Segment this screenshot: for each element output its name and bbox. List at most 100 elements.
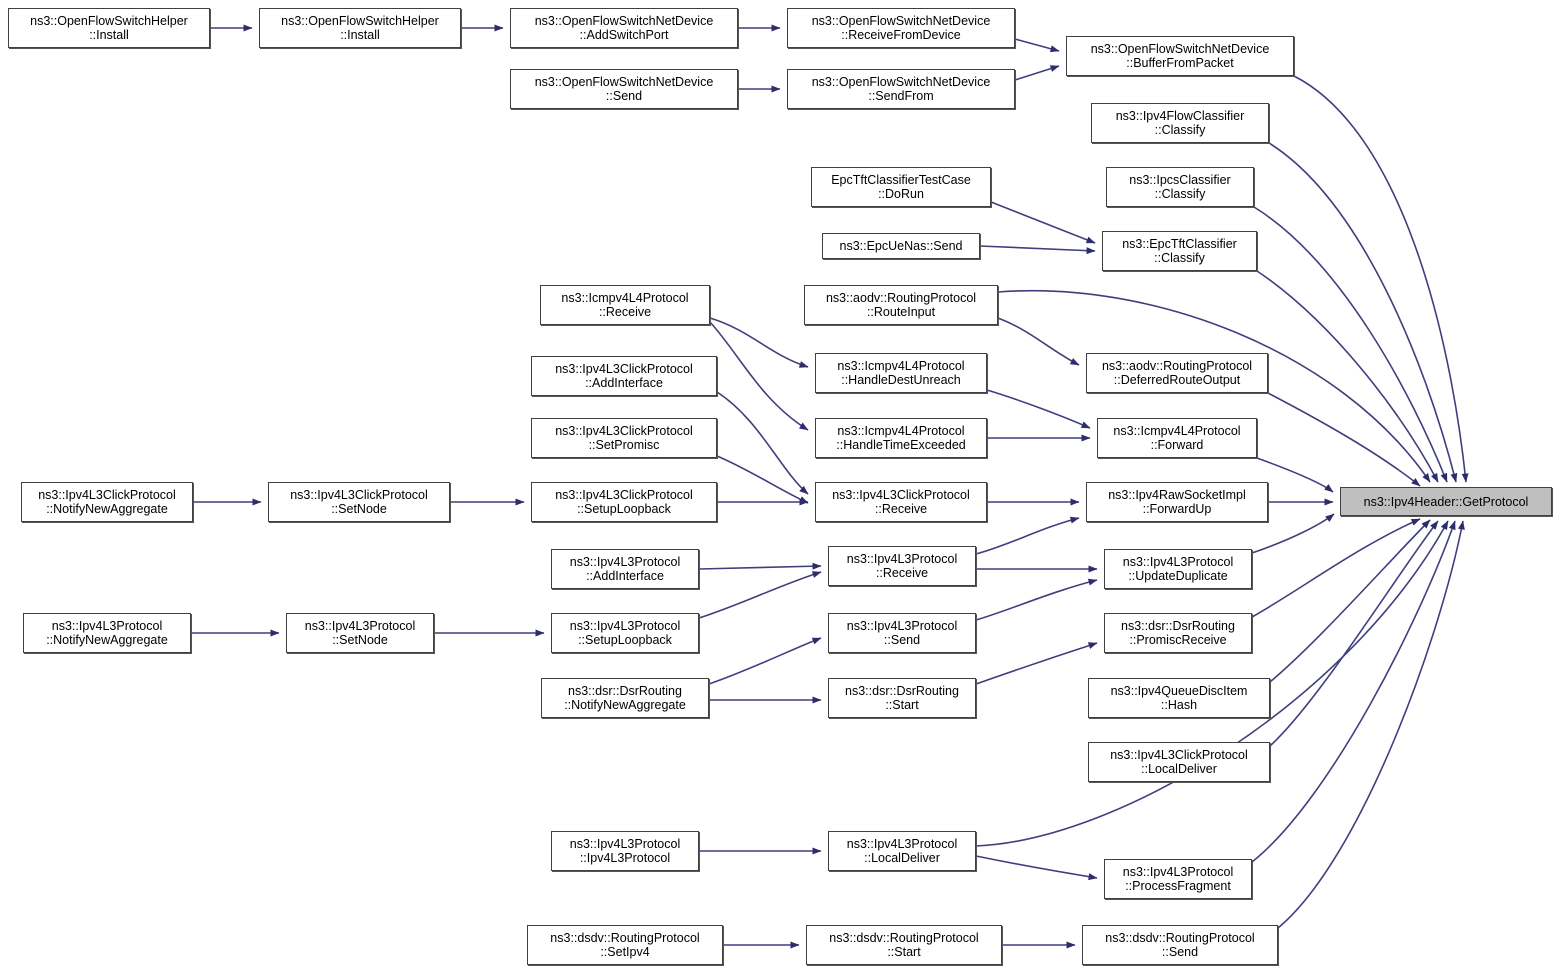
node-label-line1: ns3::Ipv4L3Protocol — [846, 837, 958, 851]
node-label-line1: ns3::EpcUeNas::Send — [839, 239, 963, 253]
graph-node[interactable]: ns3::EpcUeNas::Send — [822, 233, 980, 259]
graph-node[interactable]: ns3::Ipv4RawSocketImpl::ForwardUp — [1086, 482, 1268, 522]
graph-node[interactable]: ns3::dsdv::RoutingProtocol::Start — [806, 925, 1002, 965]
node-label-line1: ns3::Ipv4L3Protocol — [846, 619, 958, 633]
node-label-line1: ns3::Ipv4L3Protocol — [569, 555, 681, 569]
graph-node[interactable]: ns3::Ipv4L3ClickProtocol::SetNode — [268, 482, 450, 522]
node-label-line2: ::Classify — [1154, 251, 1205, 265]
graph-node[interactable]: ns3::Ipv4L3Protocol::SetupLoopback — [551, 613, 699, 653]
node-label-line1: EpcTftClassifierTestCase — [831, 173, 971, 187]
graph-node[interactable]: ns3::Ipv4L3ClickProtocol::AddInterface — [531, 356, 717, 396]
graph-node[interactable]: ns3::dsdv::RoutingProtocol::SetIpv4 — [527, 925, 723, 965]
graph-node[interactable]: ns3::Ipv4FlowClassifier::Classify — [1091, 103, 1269, 143]
graph-node[interactable]: ns3::EpcTftClassifier::Classify — [1102, 231, 1257, 271]
graph-node[interactable]: ns3::Ipv4L3Protocol::UpdateDuplicate — [1104, 549, 1252, 589]
node-label-line2: ::Forward — [1150, 438, 1204, 452]
call-edge — [1267, 392, 1421, 487]
node-label-line2: ::NotifyNewAggregate — [564, 698, 686, 712]
call-edge — [1256, 457, 1334, 493]
node-label-line1: ns3::OpenFlowSwitchHelper — [281, 14, 439, 28]
call-edge — [698, 562, 822, 570]
call-edge — [1253, 206, 1448, 483]
node-label-line1: ns3::dsr::DsrRouting — [1121, 619, 1235, 633]
graph-node[interactable]: ns3::dsdv::RoutingProtocol::Send — [1082, 925, 1278, 965]
call-edge — [990, 201, 1096, 244]
node-label-line1: ns3::dsdv::RoutingProtocol — [829, 931, 979, 945]
graph-node[interactable]: ns3::Icmpv4L4Protocol::Receive — [540, 285, 710, 325]
graph-node[interactable]: ns3::OpenFlowSwitchNetDevice::SendFrom — [787, 69, 1015, 109]
node-label-line1: ns3::Icmpv4L4Protocol — [837, 424, 965, 438]
call-edge — [1277, 520, 1465, 929]
node-label-line2: ::Install — [89, 28, 129, 42]
node-label-line2: ::Start — [885, 698, 919, 712]
node-label-line1: ns3::dsr::DsrRouting — [845, 684, 959, 698]
graph-node[interactable]: ns3::aodv::RoutingProtocol::DeferredRout… — [1086, 353, 1268, 393]
call-edge — [979, 245, 1096, 255]
call-edge — [698, 571, 822, 619]
call-edge — [986, 389, 1091, 429]
node-label-line2: ::Classify — [1154, 187, 1206, 201]
node-label-line1: ns3::OpenFlowSwitchNetDevice — [811, 14, 991, 28]
graph-node[interactable]: ns3::Ipv4L3Protocol::Send — [828, 613, 976, 653]
graph-node[interactable]: ns3::Ipv4L3ClickProtocol::SetPromisc — [531, 418, 717, 458]
graph-node[interactable]: ns3::Ipv4L3ClickProtocol::SetupLoopback — [531, 482, 717, 522]
graph-node[interactable]: ns3::Ipv4L3ClickProtocol::NotifyNewAggre… — [21, 482, 193, 522]
graph-node[interactable]: ns3::Ipv4L3Protocol::Receive — [828, 546, 976, 586]
node-label-line2: ::SetupLoopback — [577, 502, 671, 516]
graph-node[interactable]: ns3::OpenFlowSwitchNetDevice::BufferFrom… — [1066, 36, 1294, 76]
graph-node[interactable]: ns3::OpenFlowSwitchHelper::Install — [259, 8, 461, 48]
node-label-line1: ns3::OpenFlowSwitchNetDevice — [811, 75, 991, 89]
graph-node[interactable]: ns3::Icmpv4L4Protocol::Forward — [1097, 418, 1257, 458]
graph-node[interactable]: ns3::Icmpv4L4Protocol::HandleDestUnreach — [815, 353, 987, 393]
node-label-line1: ns3::OpenFlowSwitchNetDevice — [1090, 42, 1270, 56]
node-label-line2: ::ReceiveFromDevice — [841, 28, 961, 42]
node-label-line2: ::ProcessFragment — [1125, 879, 1231, 893]
node-label-line2: ::AddInterface — [586, 569, 664, 583]
graph-node[interactable]: ns3::Ipv4L3Protocol::SetNode — [286, 613, 434, 653]
graph-node[interactable]: ns3::Ipv4L3Protocol::LocalDeliver — [828, 831, 976, 871]
node-label-line1: ns3::Ipv4L3Protocol — [569, 619, 681, 633]
graph-node[interactable]: ns3::Ipv4QueueDiscItem::Hash — [1088, 678, 1270, 718]
call-edge — [1269, 519, 1431, 683]
graph-node[interactable]: ns3::OpenFlowSwitchNetDevice::Send — [510, 69, 738, 109]
node-label-line1: ns3::Ipv4L3ClickProtocol — [555, 488, 693, 502]
node-label-line2: ::Ipv4L3Protocol — [579, 851, 671, 865]
node-label-line1: ns3::aodv::RoutingProtocol — [825, 291, 977, 305]
graph-node[interactable]: ns3::Ipv4L3Protocol::Ipv4L3Protocol — [551, 831, 699, 871]
graph-node[interactable]: ns3::dsr::DsrRouting::NotifyNewAggregate — [541, 678, 709, 718]
call-edge — [716, 455, 809, 504]
graph-node[interactable]: ns3::Ipv4L3Protocol::ProcessFragment — [1104, 859, 1252, 899]
call-edge — [1014, 38, 1060, 53]
node-label-line1: ns3::Icmpv4L4Protocol — [561, 291, 689, 305]
graph-node[interactable]: ns3::Ipv4L3Protocol::NotifyNewAggregate — [23, 613, 191, 653]
graph-node[interactable]: ns3::OpenFlowSwitchHelper::Install — [8, 8, 210, 48]
call-edge — [709, 317, 809, 368]
graph-node[interactable]: ns3::Icmpv4L4Protocol::HandleTimeExceede… — [815, 418, 987, 458]
node-label-line2: ::SetPromisc — [588, 438, 660, 452]
node-label-line2: ::RouteInput — [866, 305, 936, 319]
graph-node[interactable]: ns3::Ipv4L3Protocol::AddInterface — [551, 549, 699, 589]
node-label-line1: ns3::aodv::RoutingProtocol — [1101, 359, 1253, 373]
call-edge — [975, 516, 1080, 555]
node-label-line1: ns3::dsdv::RoutingProtocol — [1105, 931, 1255, 945]
node-label-line1: ns3::Ipv4L3Protocol — [51, 619, 163, 633]
node-label-line1: ns3::Ipv4L3Protocol — [304, 619, 416, 633]
node-label-line2: ::SendFrom — [868, 89, 934, 103]
graph-node[interactable]: ns3::dsr::DsrRouting::PromiscReceive — [1104, 613, 1252, 653]
call-edge — [708, 637, 822, 685]
graph-node[interactable]: EpcTftClassifierTestCase::DoRun — [811, 167, 991, 207]
graph-node[interactable]: ns3::IpcsClassifier::Classify — [1106, 167, 1254, 207]
graph-node[interactable]: ns3::dsr::DsrRouting::Start — [828, 678, 976, 718]
graph-node[interactable]: ns3::aodv::RoutingProtocol::RouteInput — [804, 285, 998, 325]
graph-node[interactable]: ns3::OpenFlowSwitchNetDevice::ReceiveFro… — [787, 8, 1015, 48]
node-label-line2: ::AddSwitchPort — [579, 28, 669, 42]
graph-node[interactable]: ns3::Ipv4L3ClickProtocol::LocalDeliver — [1088, 742, 1270, 782]
node-label-line1: ns3::Ipv4L3Protocol — [1122, 555, 1234, 569]
graph-node-current[interactable]: ns3::Ipv4Header::GetProtocol — [1340, 487, 1552, 516]
graph-node[interactable]: ns3::Ipv4L3ClickProtocol::Receive — [815, 482, 987, 522]
node-label-line1: ns3::dsr::DsrRouting — [568, 684, 682, 698]
graph-node[interactable]: ns3::OpenFlowSwitchNetDevice::AddSwitchP… — [510, 8, 738, 48]
node-label-line2: ::BufferFromPacket — [1126, 56, 1234, 70]
node-label-line1: ns3::Ipv4L3ClickProtocol — [38, 488, 176, 502]
